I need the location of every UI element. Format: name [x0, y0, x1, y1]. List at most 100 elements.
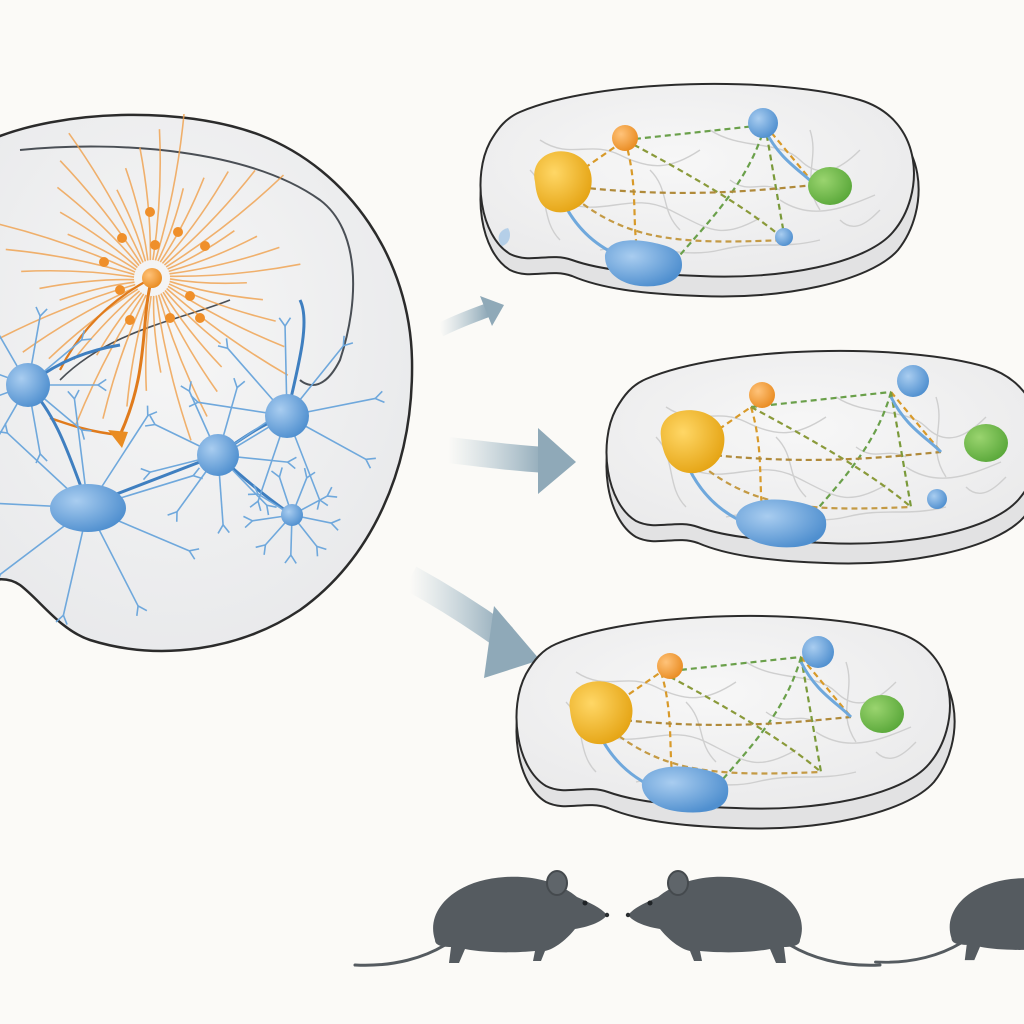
blue-neuron-soma [265, 394, 309, 438]
orange-neuron-soma [117, 233, 127, 243]
mouse-3 [874, 871, 1024, 964]
blue-dendrite-tip [233, 377, 246, 390]
blue-dendrite-tip [217, 523, 230, 534]
blue-dendrite-tip [243, 515, 254, 529]
orange-neuron-soma [195, 313, 205, 323]
orange-neuron-process [162, 291, 223, 368]
orange-neuron-soma [125, 315, 135, 325]
blue-node-large [735, 499, 827, 548]
orange-neuron-process [59, 211, 138, 269]
orange-neuron-process [160, 293, 218, 393]
blue-dendrite-tip [342, 335, 354, 347]
orange-neuron-process [168, 235, 258, 273]
blue-dendrite-tip [191, 467, 203, 480]
orange-neuron-soma [165, 313, 175, 323]
blue-dendrite-tip [286, 456, 297, 470]
mouse-2 [624, 869, 882, 967]
orange-neuron-soma [200, 241, 210, 251]
blue-dendrite-tip [373, 390, 385, 404]
blue-dendrite-tip [167, 510, 178, 522]
blue-dendrite-tip [247, 484, 260, 496]
blue-node-small [748, 108, 778, 138]
orange-neuron-process [21, 269, 135, 278]
orange-neuron-process [154, 114, 185, 261]
orange-neuron-process [68, 132, 144, 263]
blue-dendrite-tip [140, 467, 152, 481]
blue-dendrite-tip [325, 486, 338, 498]
orange-neuron-process [67, 233, 137, 271]
orange-neuron-process [73, 290, 141, 361]
orange-neuron-process [139, 147, 152, 261]
blue-dendrite-tip [35, 306, 48, 318]
blue-dendrite-tip [303, 467, 316, 480]
blue-node-tiny [775, 228, 793, 246]
brain-network-3 [514, 614, 957, 831]
orange-neuron-process [116, 189, 147, 262]
orange-neuron-process [39, 278, 135, 290]
blue-dendrite-tip [265, 504, 277, 516]
blue-dendrite-tip [315, 545, 327, 557]
left-neuron-panel [0, 113, 414, 653]
orange-neuron-process [102, 294, 147, 419]
orange-neuron-process [169, 278, 247, 285]
orange-neuron-process [144, 295, 152, 391]
blue-neuron-soma [197, 434, 239, 476]
orange-node [612, 125, 638, 151]
yellow-node [534, 151, 592, 213]
orange-neuron-process [169, 263, 301, 278]
orange-neuron-process [167, 285, 285, 348]
arrow-to-network-2 [446, 428, 576, 494]
blue-dendrite-tip [96, 378, 107, 392]
orange-node [749, 382, 775, 408]
orange-neuron-soma [99, 257, 109, 267]
orange-neuron-process [163, 169, 256, 266]
arrow-to-network-1 [436, 296, 504, 337]
orange-node [657, 653, 683, 679]
orange-neuron-process [157, 188, 185, 262]
blue-dendrite-tip [55, 613, 68, 625]
blue-neuron-soma [281, 504, 303, 526]
orange-neuron-process [56, 186, 140, 267]
orange-neuron-cluster [0, 114, 301, 448]
brain-fold [19, 145, 355, 386]
orange-neuron-process [164, 289, 222, 345]
orange-neuron-process [169, 280, 263, 301]
blue-dendrite-tip [188, 548, 200, 560]
blue-dendrite-tip [188, 394, 200, 408]
blue-node-small [802, 636, 834, 668]
blue-dendrite-tip [270, 467, 283, 479]
orange-neuron-process [124, 167, 149, 261]
orange-neuron-soma [142, 268, 162, 288]
orange-neuron-process [59, 281, 135, 301]
blue-dendrite-tip [364, 457, 376, 469]
blue-node-large [641, 766, 729, 813]
blue-dendrite-tip [67, 389, 80, 401]
blue-dendrite-tip [329, 518, 341, 531]
blue-dendrite-tip [278, 317, 292, 328]
orange-neuron-process [0, 223, 136, 273]
blue-dendrite-tip [249, 499, 262, 512]
orange-neuron-process [155, 295, 192, 441]
left-brain-outline [0, 113, 414, 653]
orange-neuron-process [74, 293, 145, 427]
orange-neuron-soma [150, 240, 160, 250]
blue-node-large [604, 240, 682, 287]
orange-neuron-process [161, 171, 229, 264]
orange-neuron-process [152, 295, 162, 373]
blue-dendrite-tip [80, 429, 92, 440]
orange-neuron-process [166, 287, 289, 376]
mice-row [353, 869, 1024, 967]
blue-dendrite-tip [284, 553, 297, 564]
brain-network-1 [478, 82, 921, 299]
mouse-1 [353, 869, 611, 967]
blue-dendrite-tip [0, 423, 9, 435]
orange-neuron-process [159, 177, 205, 263]
green-node [964, 424, 1008, 462]
blue-neuron-soma [6, 363, 50, 407]
blue-dendrite-tip [180, 381, 192, 393]
blue-dendrite-tip [255, 543, 267, 555]
arrows [403, 296, 576, 678]
green-node [860, 695, 904, 733]
arrow-to-network-3 [403, 566, 540, 678]
